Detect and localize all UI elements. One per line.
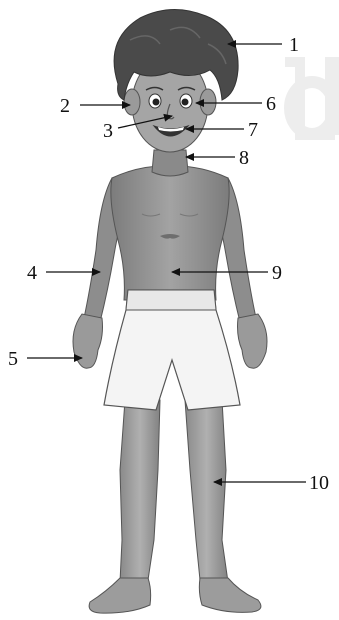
label-6: 6 — [266, 93, 276, 115]
neck — [152, 150, 188, 176]
right-leg — [185, 400, 228, 582]
watermark — [285, 62, 339, 135]
right-hand — [238, 314, 268, 368]
boy-illustration — [73, 9, 267, 613]
left-ear — [124, 89, 140, 115]
torso — [111, 166, 229, 300]
label-10: 10 — [309, 472, 329, 494]
right-ear — [200, 89, 216, 115]
label-2: 2 — [60, 95, 70, 117]
label-9: 9 — [272, 262, 282, 284]
label-8: 8 — [239, 147, 249, 169]
label-3: 3 — [103, 120, 113, 142]
label-1: 1 — [289, 34, 299, 56]
label-7: 7 — [248, 119, 258, 141]
left-hand — [73, 314, 103, 368]
label-4: 4 — [27, 262, 37, 284]
left-foot — [89, 578, 151, 613]
left-leg — [120, 400, 160, 582]
right-foot — [199, 578, 261, 612]
label-5: 5 — [8, 348, 18, 370]
